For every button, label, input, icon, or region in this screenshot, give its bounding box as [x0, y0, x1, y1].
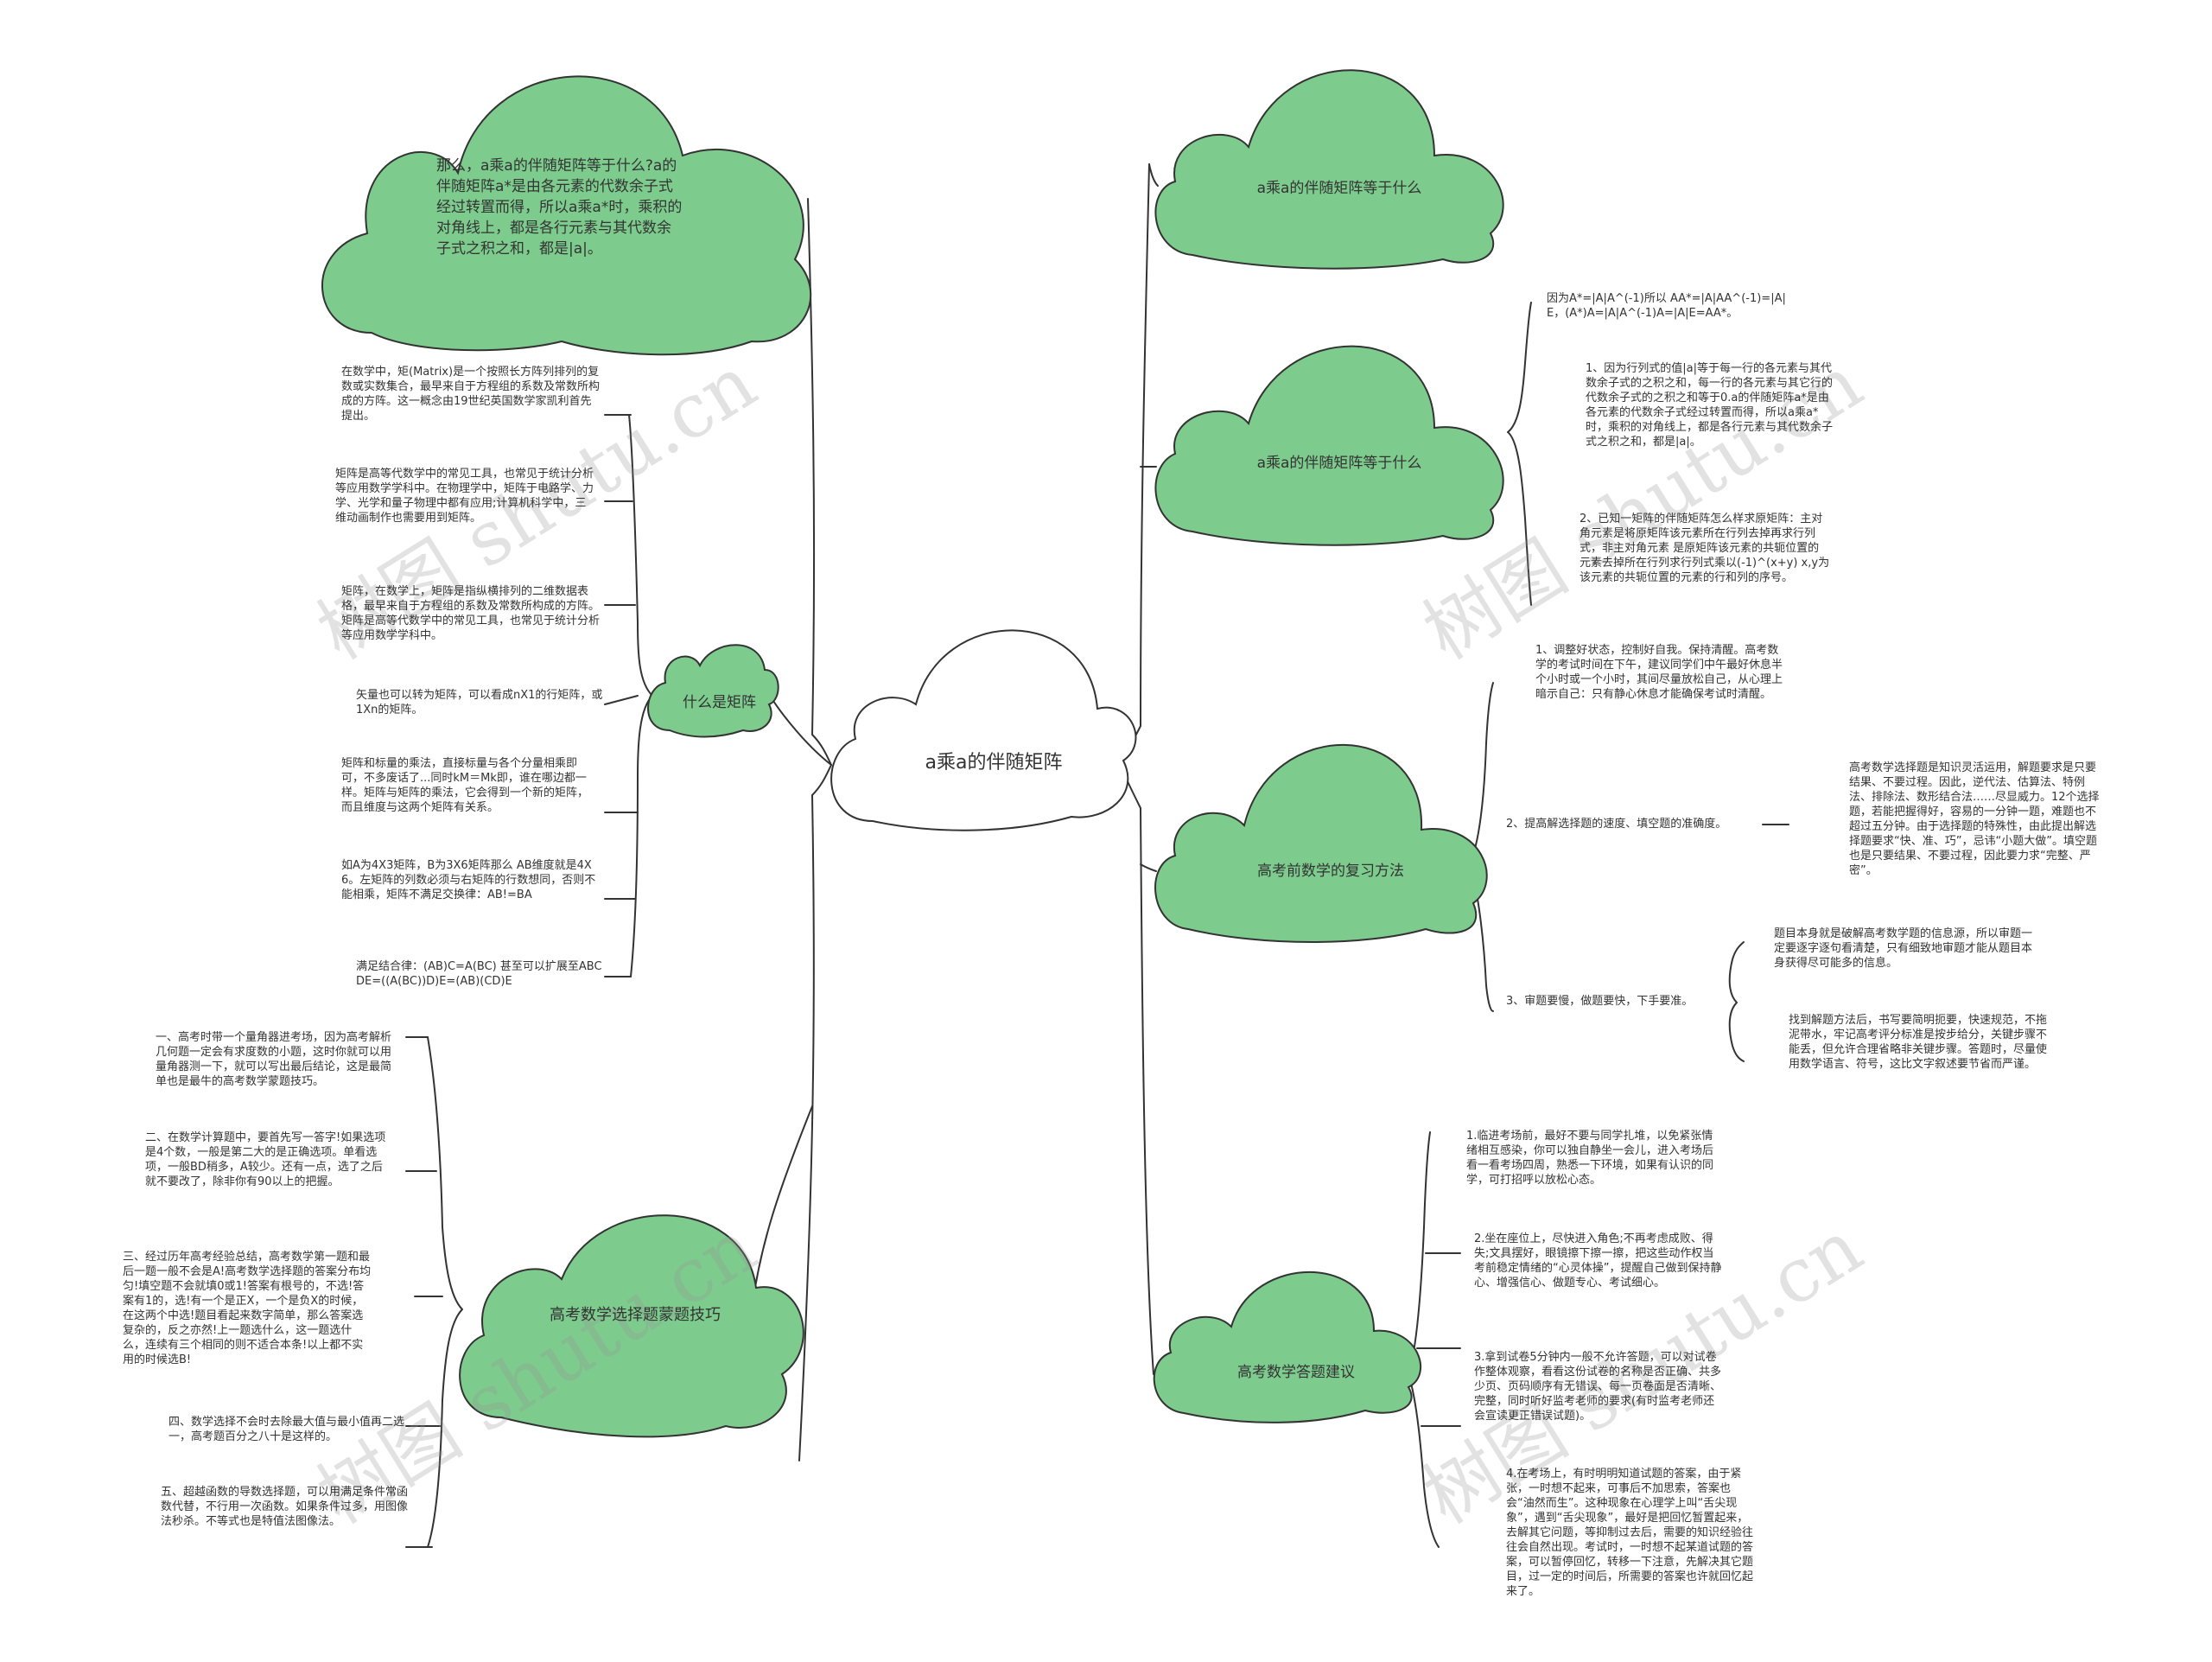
- matrix-item-1: 在数学中，矩(Matrix)是一个按照长方阵列排列的复数或实数集合，最早来自于方…: [341, 366, 601, 423]
- matrix-item-7: 满足结合律：(AB)C=A(BC) 甚至可以扩展至ABCDE=((A(BC))D…: [356, 960, 602, 988]
- review-item-2: 2、提高解选择题的速度、填空题的准确度。: [1506, 818, 1727, 831]
- answer-topic[interactable]: 高考数学答题建议: [1237, 1363, 1355, 1381]
- review-sub2-item-1: 高考数学选择题是知识灵活运用，解题要求是只要结果、不要过程。因此，逆代法、估算法…: [1849, 761, 2100, 877]
- review-topic[interactable]: 高考前数学的复习方法: [1257, 862, 1404, 880]
- adjugate-topic[interactable]: a乘a的伴随矩阵等于什么: [1256, 454, 1422, 472]
- cloud-answer: [1153, 1270, 1422, 1423]
- connector-to-choice: [751, 1105, 813, 1310]
- adjugate-item-1: 因为A*=|A|A^(-1)所以 AA*=|A|AA^(-1)=|A|E，(A*…: [1547, 292, 1786, 320]
- connector-center-left-lower: [798, 764, 832, 1461]
- choice-item-5: 五、超越函数的导数选择题，可以用满足条件常函数代替，不行用一次函数。如果条件过多…: [161, 1486, 409, 1528]
- choice-item-1: 一、高考时带一个量角器进考场，因为高考解析几何题一定会有求度数的小题，这时你就可…: [156, 1031, 392, 1088]
- choice-item-3: 三、经过历年高考经验总结，高考数学第一题和最后一题一般不会是A!高考数学选择题的…: [123, 1251, 372, 1366]
- matrix-item-5: 矩阵和标量的乘法，直接标量与各个分量相乘即可，不多废话了...同时kM＝Mk即，…: [341, 757, 589, 814]
- cloud-review: [1154, 744, 1488, 943]
- center-topic[interactable]: a乘a的伴随矩阵: [925, 752, 1063, 774]
- review-sub3-bracket: [1728, 941, 1745, 1062]
- cloud-adjugate: [1154, 345, 1504, 546]
- matrix-item-2: 矩阵是高等代数学中的常见工具，也常见于统计分析等应用数学学科中。在物理学中，矩阵…: [335, 468, 594, 525]
- adjugate-item-2: 1、因为行列式的值|a|等于每一行的各元素与其代数余子式的之积之和，每一行的各元…: [1586, 362, 1834, 449]
- choice-topic[interactable]: 高考数学选择题蒙题技巧: [550, 1306, 721, 1324]
- review-sub3-item-1: 题目本身就是破解高考数学题的信息源，所以审题一定要逐字逐句看清楚，只有细致地审题…: [1774, 927, 2033, 970]
- answer-item-1: 1.临进考场前，最好不要与同学扎堆，以免紧张情绪相互感染，你可以独自静坐一会儿，…: [1466, 1130, 1714, 1187]
- answer-item-4: 4.在考场上，有时明明知道试题的答案，由于紧张，一时想不起来，可事后不加思索，答…: [1506, 1468, 1754, 1598]
- adjugate-item-3: 2、已知一矩阵的伴随矩阵怎么样求原矩阵：主对角元素是将原矩阵该元素所在行列去掉再…: [1580, 513, 1830, 584]
- cloud-choice: [459, 1214, 804, 1438]
- choice-items-fan: [405, 1036, 443, 1548]
- cloud-center: [830, 629, 1137, 831]
- cloud-matrix: [647, 644, 779, 738]
- matrix-topic[interactable]: 什么是矩阵: [683, 693, 756, 711]
- choice-item-4: 四、数学选择不会时去除最大值与最小值再二选一，高考题百分之八十是这样的。: [168, 1416, 405, 1443]
- connector-to-review: [1140, 863, 1157, 872]
- answer-item-2: 2.坐在座位上，尽快进入角色;不再考虑成败、得失;文具摆好，眼镜擦下擦一擦，把这…: [1474, 1232, 1722, 1289]
- matrix-bracket: [628, 414, 653, 977]
- connector-center-right: [1125, 163, 1150, 753]
- top-note-text: 那么，a乘a的伴随矩阵等于什么?a的伴随矩阵a*是由各元素的代数余子式经过转置而…: [436, 157, 683, 258]
- answer-item-3: 3.拿到试卷5分钟内一般不允许答题，可以对试卷作整体观察，看看这份试卷的名称是否…: [1474, 1351, 1722, 1423]
- matrix-items-fan: [604, 414, 639, 977]
- connector-center-left: [807, 198, 832, 766]
- cloud-top-note: [321, 75, 812, 356]
- right-top-topic[interactable]: a乘a的伴随矩阵等于什么: [1256, 179, 1422, 197]
- adjugate-bracket: [1507, 302, 1532, 606]
- connector-to-matrix: [768, 693, 832, 766]
- connector-center-right-lower: [1125, 777, 1154, 1375]
- answer-bracket: [1408, 1131, 1440, 1548]
- matrix-item-6: 如A为4X3矩阵，B为3X6矩阵那么 AB维度就是4X6。左矩阵的列数必须与右矩…: [341, 859, 596, 901]
- matrix-item-3: 矩阵，在数学上，矩阵是指纵横排列的二维数据表格，最早来自于方程组的系数及常数所构…: [341, 585, 601, 642]
- cloud-right-top: [1154, 69, 1504, 270]
- review-item-3: 3、审题要慢，做题要快，下手要准。: [1506, 995, 1694, 1008]
- matrix-item-4: 矢量也可以转为矩阵，可以看成nX1的行矩阵，或1Xn的矩阵。: [356, 689, 603, 716]
- choice-item-2: 二、在数学计算题中，要首先写一答字!如果选项是4个数，一般是第二大的是正确选项。…: [145, 1131, 386, 1188]
- answer-items-fan: [1416, 1252, 1461, 1427]
- choice-bracket: [427, 1036, 463, 1548]
- connector-to-top-cloud: [1148, 163, 1159, 187]
- review-item-1: 1、调整好状态，控制好自我。保持清醒。高考数学的考试时间在下午，建议同学们中午最…: [1535, 644, 1783, 701]
- review-sub3-item-2: 找到解题方法后，书写要简明扼要，快速规范，不拖泥带水，牢记高考评分标准是按步给分…: [1789, 1014, 2048, 1071]
